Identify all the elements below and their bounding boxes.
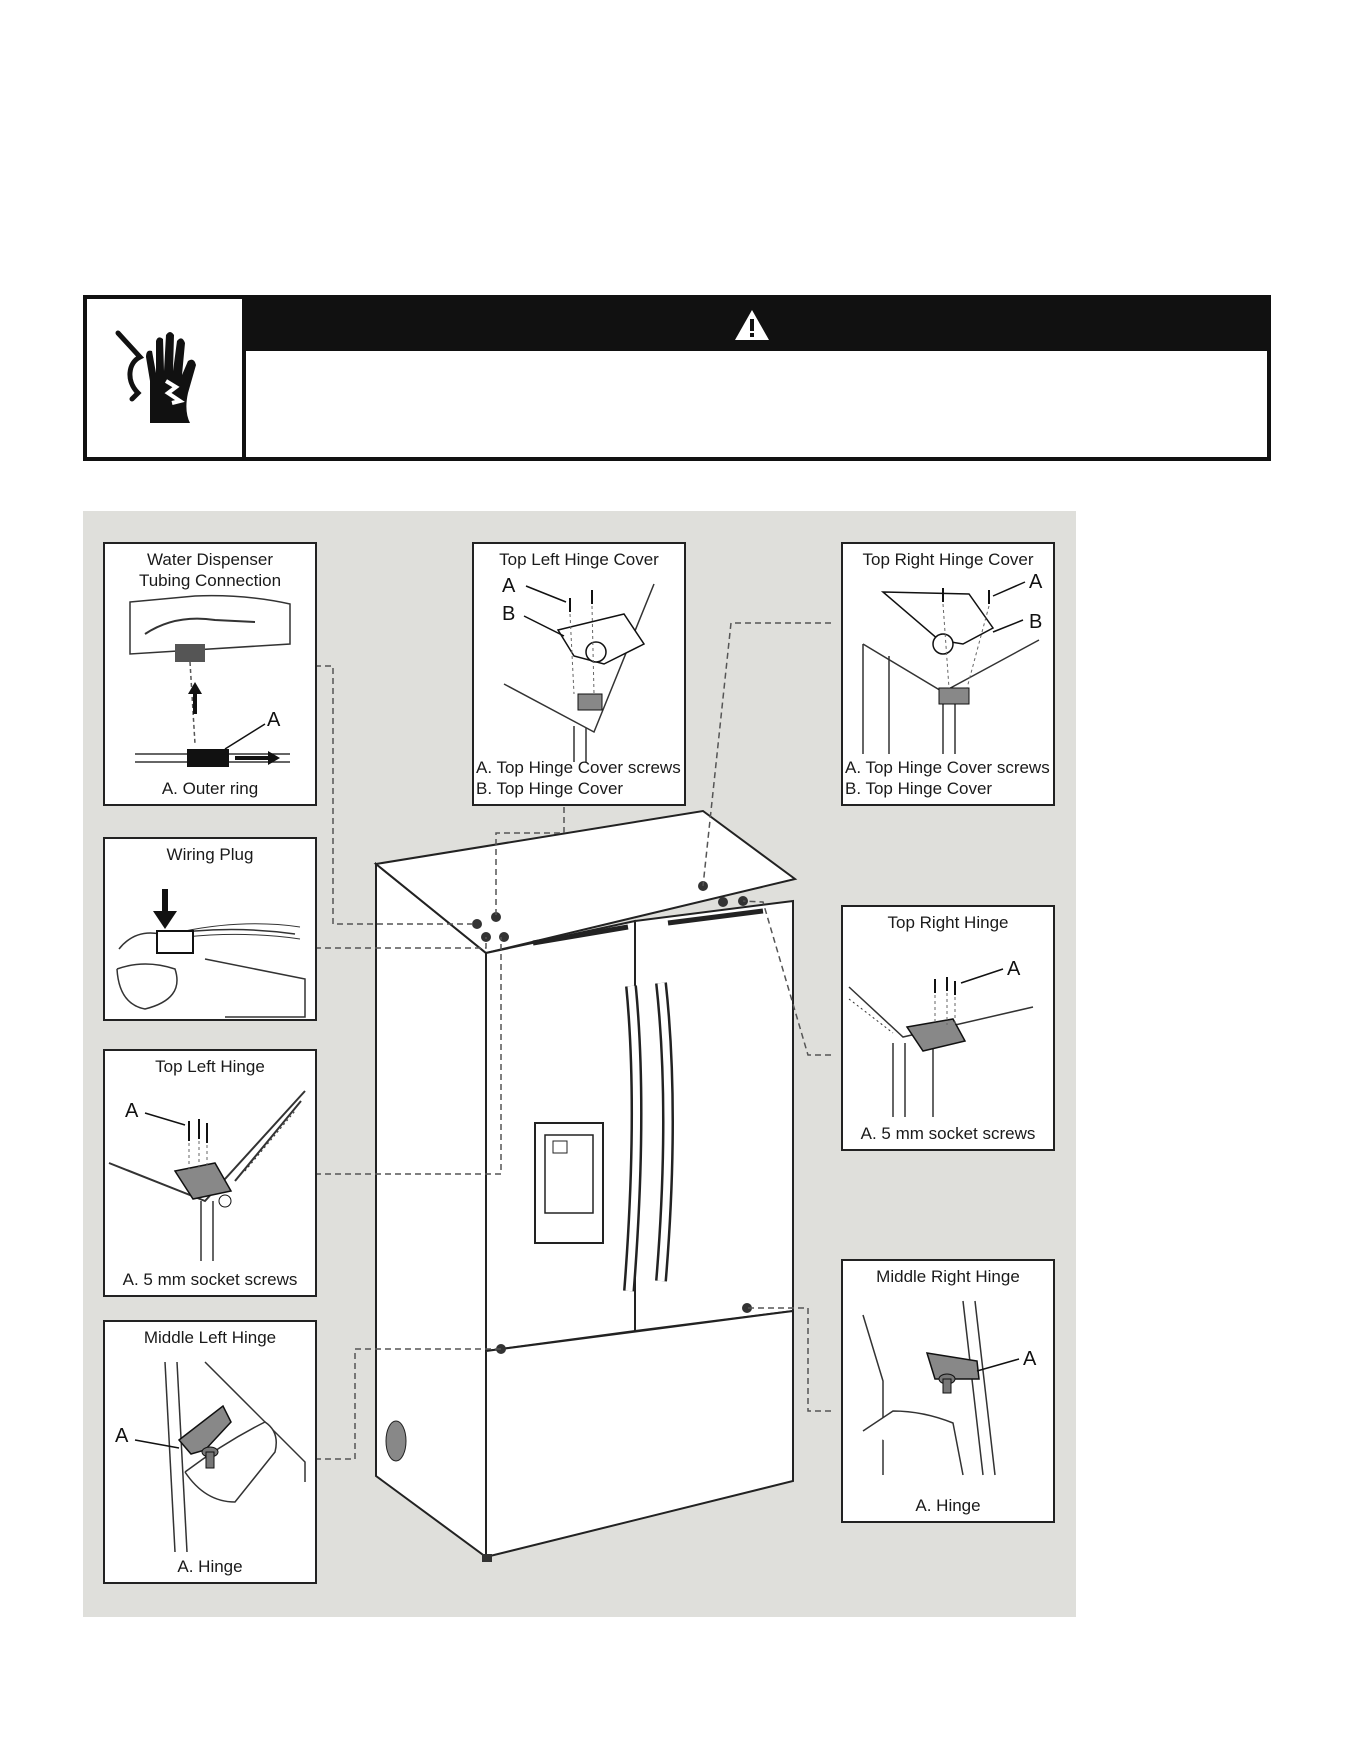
inset-title: Top Left Hinge [155,1057,265,1076]
inset-wiring-plug: Wiring Plug [103,837,317,1021]
inset-water-dispenser: A Water Dispenser Tubing Connection A. O… [103,542,317,806]
inset-caption: A. Top Hinge Cover screws B. Top Hinge C… [474,757,684,799]
caption-b: B. Top Hinge Cover [845,779,993,798]
warning-triangle-icon [734,310,769,340]
inset-title: Wiring Plug [166,845,254,864]
label-a: A [115,1425,129,1447]
diagram-panel: A Water Dispenser Tubing Connection A. O… [83,511,1076,1617]
label-a: A [125,1100,139,1122]
top-right-hinge-illustration: A [848,958,1034,1117]
inset-middle-left-hinge: A Middle Left Hinge A. Hinge [103,1320,317,1584]
label-a: A [1029,571,1043,593]
inset-caption: A. Hinge [915,1496,981,1515]
warning-content [246,299,1267,457]
inset-top-left-hinge-cover: A B Top Left Hinge Cover A. Top Hinge Co… [472,542,686,806]
inset-title: Middle Left Hinge [143,1328,277,1347]
label-a: A [1023,1348,1037,1370]
inset-top-left-hinge: A Top Left Hinge A. 5 mm socket screws [103,1049,317,1297]
electrical-shock-hazard-icon [87,299,246,457]
caption-a: A. Top Hinge Cover screws [845,758,1050,777]
top-left-hinge-cover-illustration: A B [502,575,655,762]
inset-title: Middle Right Hinge [876,1267,1020,1286]
inset-title: Top Right Hinge [887,913,1009,932]
inset-title: Water Dispenser Tubing Connection [138,550,282,590]
wiring-plug-illustration [116,889,306,1018]
inset-caption: A. Outer ring [161,779,259,798]
inset-caption: A. Top Hinge Cover screws B. Top Hinge C… [843,757,1053,799]
caption-a: A. Top Hinge Cover screws [476,758,681,777]
water-dispenser-tubing-illustration: A [129,594,291,767]
inset-top-right-hinge-cover: A B Top Right Hinge Cover A. Top Hinge C… [841,542,1055,806]
inset-title: Top Right Hinge Cover [862,550,1034,569]
inset-top-right-hinge: A Top Right Hinge A. 5 mm socket screws [841,905,1055,1151]
inset-caption: A. 5 mm socket screws [860,1124,1036,1143]
inset-caption: A. 5 mm socket screws [122,1270,298,1289]
middle-right-hinge-illustration: A [862,1300,1037,1476]
warning-body-text [246,351,1267,457]
label-a: A [1007,958,1021,980]
warning-header [246,299,1267,351]
warning-box [83,295,1271,461]
top-left-hinge-illustration: A [108,1090,306,1261]
top-right-hinge-cover-illustration: A B [862,571,1043,754]
inset-caption: A. Hinge [177,1557,243,1576]
label-a: A [267,709,281,731]
inset-title: Top Left Hinge Cover [499,550,659,569]
label-a: A [502,575,516,597]
label-b: B [1029,611,1042,633]
middle-left-hinge-illustration: A [115,1361,306,1553]
caption-b: B. Top Hinge Cover [476,779,624,798]
refrigerator-illustration [305,622,831,1562]
label-b: B [502,603,515,625]
inset-middle-right-hinge: A Middle Right Hinge A. Hinge [841,1259,1055,1523]
